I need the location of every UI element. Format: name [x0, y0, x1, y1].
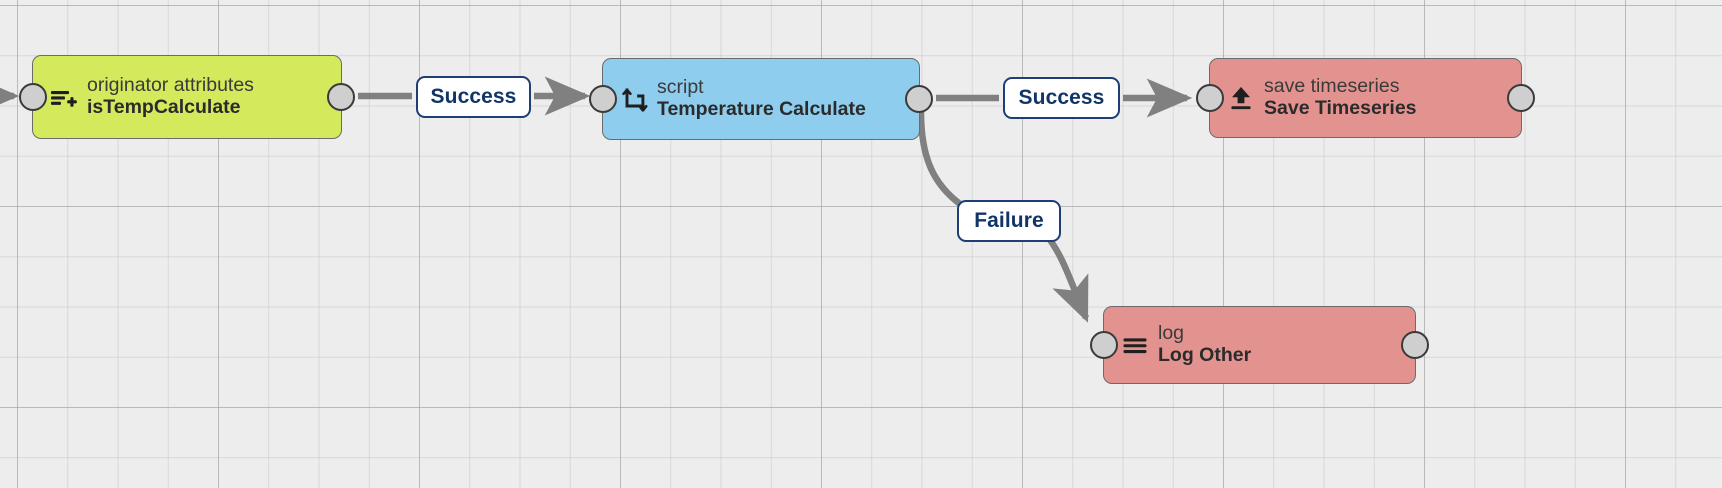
node-output-port[interactable]: [1507, 84, 1535, 112]
link-label-success-1[interactable]: Success: [416, 76, 531, 118]
node-type-label: originator attributes: [87, 75, 254, 97]
node-text: save timeseries Save Timeseries: [1264, 76, 1417, 120]
node-text: log Log Other: [1158, 323, 1251, 367]
node-text: script Temperature Calculate: [657, 77, 866, 121]
node-title-label: isTempCalculate: [87, 96, 241, 118]
list-plus-icon: [47, 80, 81, 114]
node-input-port[interactable]: [1090, 331, 1118, 359]
node-title-label: Temperature Calculate: [657, 98, 866, 120]
node-title-label: Save Timeseries: [1264, 97, 1417, 119]
node-output-port[interactable]: [327, 83, 355, 111]
log-lines-icon: [1118, 328, 1152, 362]
node-input-port[interactable]: [19, 83, 47, 111]
transform-arrows-icon: [617, 82, 651, 116]
link-label-success-2[interactable]: Success: [1003, 77, 1120, 119]
link-label-failure[interactable]: Failure: [957, 200, 1061, 242]
node-save-timeseries[interactable]: save timeseries Save Timeseries: [1196, 58, 1535, 138]
node-title-label: Log Other: [1158, 344, 1252, 366]
node-text: originator attributes isTempCalculate: [87, 75, 254, 119]
node-log-other[interactable]: log Log Other: [1090, 306, 1429, 384]
node-script[interactable]: script Temperature Calculate: [589, 58, 933, 140]
node-type-label: save timeseries: [1264, 76, 1400, 98]
node-output-port[interactable]: [1401, 331, 1429, 359]
node-originator-attributes[interactable]: originator attributes isTempCalculate: [19, 55, 355, 139]
node-input-port[interactable]: [589, 85, 617, 113]
node-output-port[interactable]: [905, 85, 933, 113]
upload-icon: [1224, 81, 1258, 115]
node-input-port[interactable]: [1196, 84, 1224, 112]
node-type-label: log: [1158, 323, 1185, 345]
node-type-label: script: [657, 77, 704, 99]
